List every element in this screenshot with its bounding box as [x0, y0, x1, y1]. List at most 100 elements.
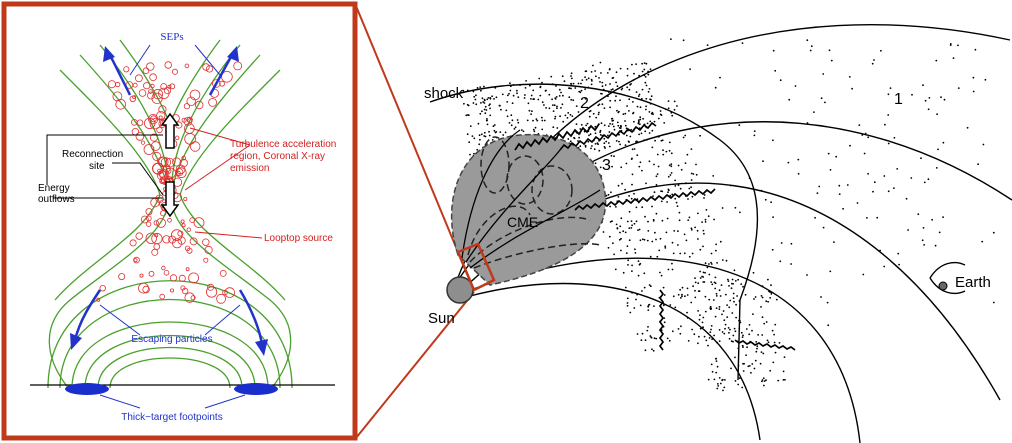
particle-dot: [670, 172, 673, 174]
particle-dot: [632, 101, 634, 103]
particle-dot: [718, 329, 721, 331]
particle-dot: [465, 114, 468, 117]
particle-dot: [814, 216, 816, 219]
particle-dot: [884, 123, 886, 126]
particle-dot: [626, 245, 629, 248]
particle-dot: [704, 221, 707, 223]
particle-dot: [599, 129, 602, 132]
particle-dot: [871, 62, 874, 65]
particle-dot: [590, 71, 593, 73]
particle-dot: [774, 323, 777, 326]
particle-dot: [779, 79, 782, 82]
particle-dot: [486, 98, 489, 101]
particle-dot: [680, 168, 683, 171]
turbulence-circle: [138, 282, 149, 294]
particle-dot: [660, 139, 663, 142]
particle-dot: [610, 89, 613, 91]
particle-dot: [628, 239, 631, 242]
particle-dot: [607, 246, 610, 249]
particle-dot: [668, 149, 671, 152]
particle-dot: [715, 360, 718, 362]
particle-dot: [510, 114, 513, 117]
particle-dot: [643, 272, 646, 275]
particle-dot: [633, 72, 635, 75]
particle-dot: [584, 70, 587, 73]
particle-dot: [763, 322, 766, 325]
particle-dot: [611, 123, 614, 125]
particle-dot: [820, 296, 822, 298]
particle-dot: [674, 306, 677, 309]
particle-dot: [659, 271, 661, 274]
particle-dot: [631, 224, 633, 227]
particle-dot: [620, 237, 622, 240]
turbulence-circle: [172, 238, 183, 249]
particle-dot: [570, 87, 572, 90]
particle-dot: [767, 341, 770, 344]
particle-dot: [750, 371, 752, 374]
particle-dot: [479, 86, 482, 88]
particle-dot: [728, 306, 731, 309]
particle-dot: [493, 124, 496, 126]
particle-dot: [667, 191, 669, 194]
particle-dot: [699, 277, 702, 279]
particle-dot: [858, 124, 861, 126]
particle-dot: [530, 94, 533, 97]
particle-dot: [697, 310, 699, 312]
turbulence-circle: [169, 288, 174, 293]
particle-dot: [675, 201, 678, 204]
particle-dot: [668, 141, 671, 144]
particle-dot: [562, 94, 564, 97]
particle-dot: [653, 305, 655, 307]
particle-dot: [680, 325, 682, 328]
particle-dot: [610, 117, 613, 120]
particle-dot: [893, 187, 895, 190]
particle-dot: [709, 305, 712, 308]
particle-dot: [641, 88, 644, 91]
particle-dot: [924, 99, 927, 102]
turbulence-circle: [233, 61, 243, 71]
particle-dot: [726, 316, 729, 318]
particle-dot: [742, 285, 744, 288]
particle-dot: [646, 122, 649, 125]
turbulence-circle: [167, 84, 172, 89]
particle-dot: [481, 110, 483, 113]
particle-dot: [624, 112, 627, 115]
particle-dot: [762, 160, 764, 163]
turbulence-circle: [181, 223, 186, 228]
particle-dot: [731, 278, 734, 281]
particle-dot: [667, 268, 670, 271]
particle-dot: [575, 105, 578, 107]
particle-dot: [619, 225, 622, 228]
seps-leader-lines: [129, 44, 221, 76]
turbulence-circle: [132, 95, 137, 99]
seps-label: SEPs: [160, 31, 183, 43]
particle-dot: [587, 140, 590, 143]
particle-dot: [543, 104, 545, 106]
turbulence-circle: [167, 218, 172, 223]
particle-dot: [713, 378, 716, 381]
particle-dot: [599, 133, 602, 136]
particle-dot: [643, 62, 646, 64]
particle-dot: [757, 334, 759, 336]
turbulence-circle: [221, 71, 233, 83]
particle-dot: [644, 339, 647, 342]
region-label-1: 1: [894, 91, 903, 108]
turbulence-circle: [96, 297, 101, 302]
particle-dot: [563, 80, 566, 83]
particle-dot: [483, 99, 486, 102]
particle-dot: [469, 125, 472, 127]
turbulence-circle: [185, 267, 190, 272]
particle-dot: [647, 220, 649, 223]
particle-dot: [506, 101, 509, 103]
particle-dot: [862, 273, 865, 276]
particle-dot: [635, 91, 638, 93]
particle-dot: [483, 85, 485, 88]
particle-dot: [543, 119, 546, 122]
particle-dot: [472, 102, 475, 104]
particle-dot: [992, 231, 995, 234]
particle-dot: [588, 134, 590, 137]
particle-dot: [715, 243, 717, 246]
particle-dot: [660, 274, 663, 277]
particle-dot: [826, 301, 829, 304]
particle-dot: [652, 220, 655, 222]
